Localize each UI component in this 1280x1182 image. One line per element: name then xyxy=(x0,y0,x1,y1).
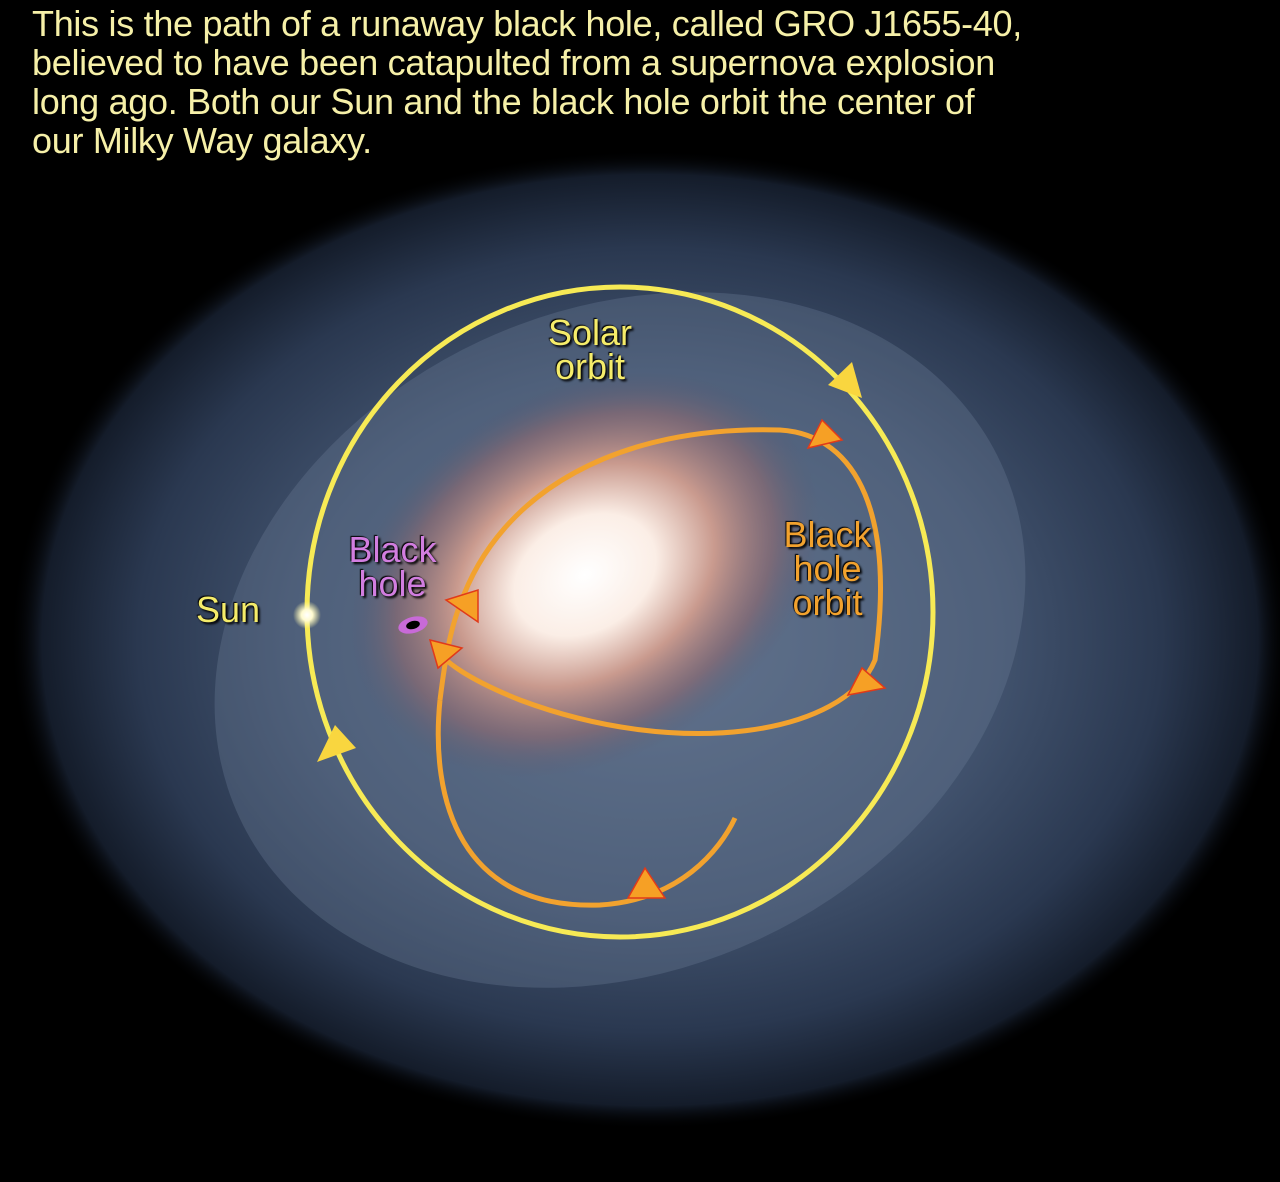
black-hole-orbit-arrowhead-icon xyxy=(428,638,464,670)
black-hole-orbit-label-line: orbit xyxy=(792,582,863,623)
sun-label: Sun xyxy=(196,589,261,630)
black-hole-orbit-arrowhead-icon xyxy=(626,866,667,899)
solar-orbit-label-line: orbit xyxy=(554,346,626,387)
black-hole-orbit-label-line: Black xyxy=(783,514,872,555)
black-hole-orbit-label: Black hole orbit xyxy=(755,514,900,623)
caption-line: This is the path of a runaway black hole… xyxy=(32,3,1022,44)
solar-orbit-arrowhead-icon xyxy=(317,725,356,762)
black-hole-label-line: Black xyxy=(348,529,437,570)
black-hole-orbit-arrowhead-icon xyxy=(444,588,479,624)
solar-orbit-label-line: Solar xyxy=(547,312,633,353)
solar-orbit-arrowhead-icon xyxy=(828,362,862,398)
caption-line: believed to have been catapulted from a … xyxy=(32,42,995,83)
black-hole-orbit-arrowhead-icon xyxy=(806,418,844,450)
solar-orbit-label: Solar orbit xyxy=(520,312,660,387)
black-hole-orbit-path xyxy=(435,427,883,736)
black-hole-orbit-path xyxy=(435,699,738,908)
caption: This is the path of a runaway black hole… xyxy=(32,4,1262,160)
caption-line: our Milky Way galaxy. xyxy=(32,120,372,161)
sun-icon xyxy=(293,601,321,629)
black-hole-orbit-arrowhead-icon xyxy=(846,666,887,697)
black-hole-label: Black hole xyxy=(330,529,455,604)
caption-line: long ago. Both our Sun and the black hol… xyxy=(32,81,975,122)
black-hole-orbit-label-line: hole xyxy=(793,548,862,589)
black-hole-label-line: hole xyxy=(358,563,427,604)
black-hole-core-icon xyxy=(406,620,420,630)
